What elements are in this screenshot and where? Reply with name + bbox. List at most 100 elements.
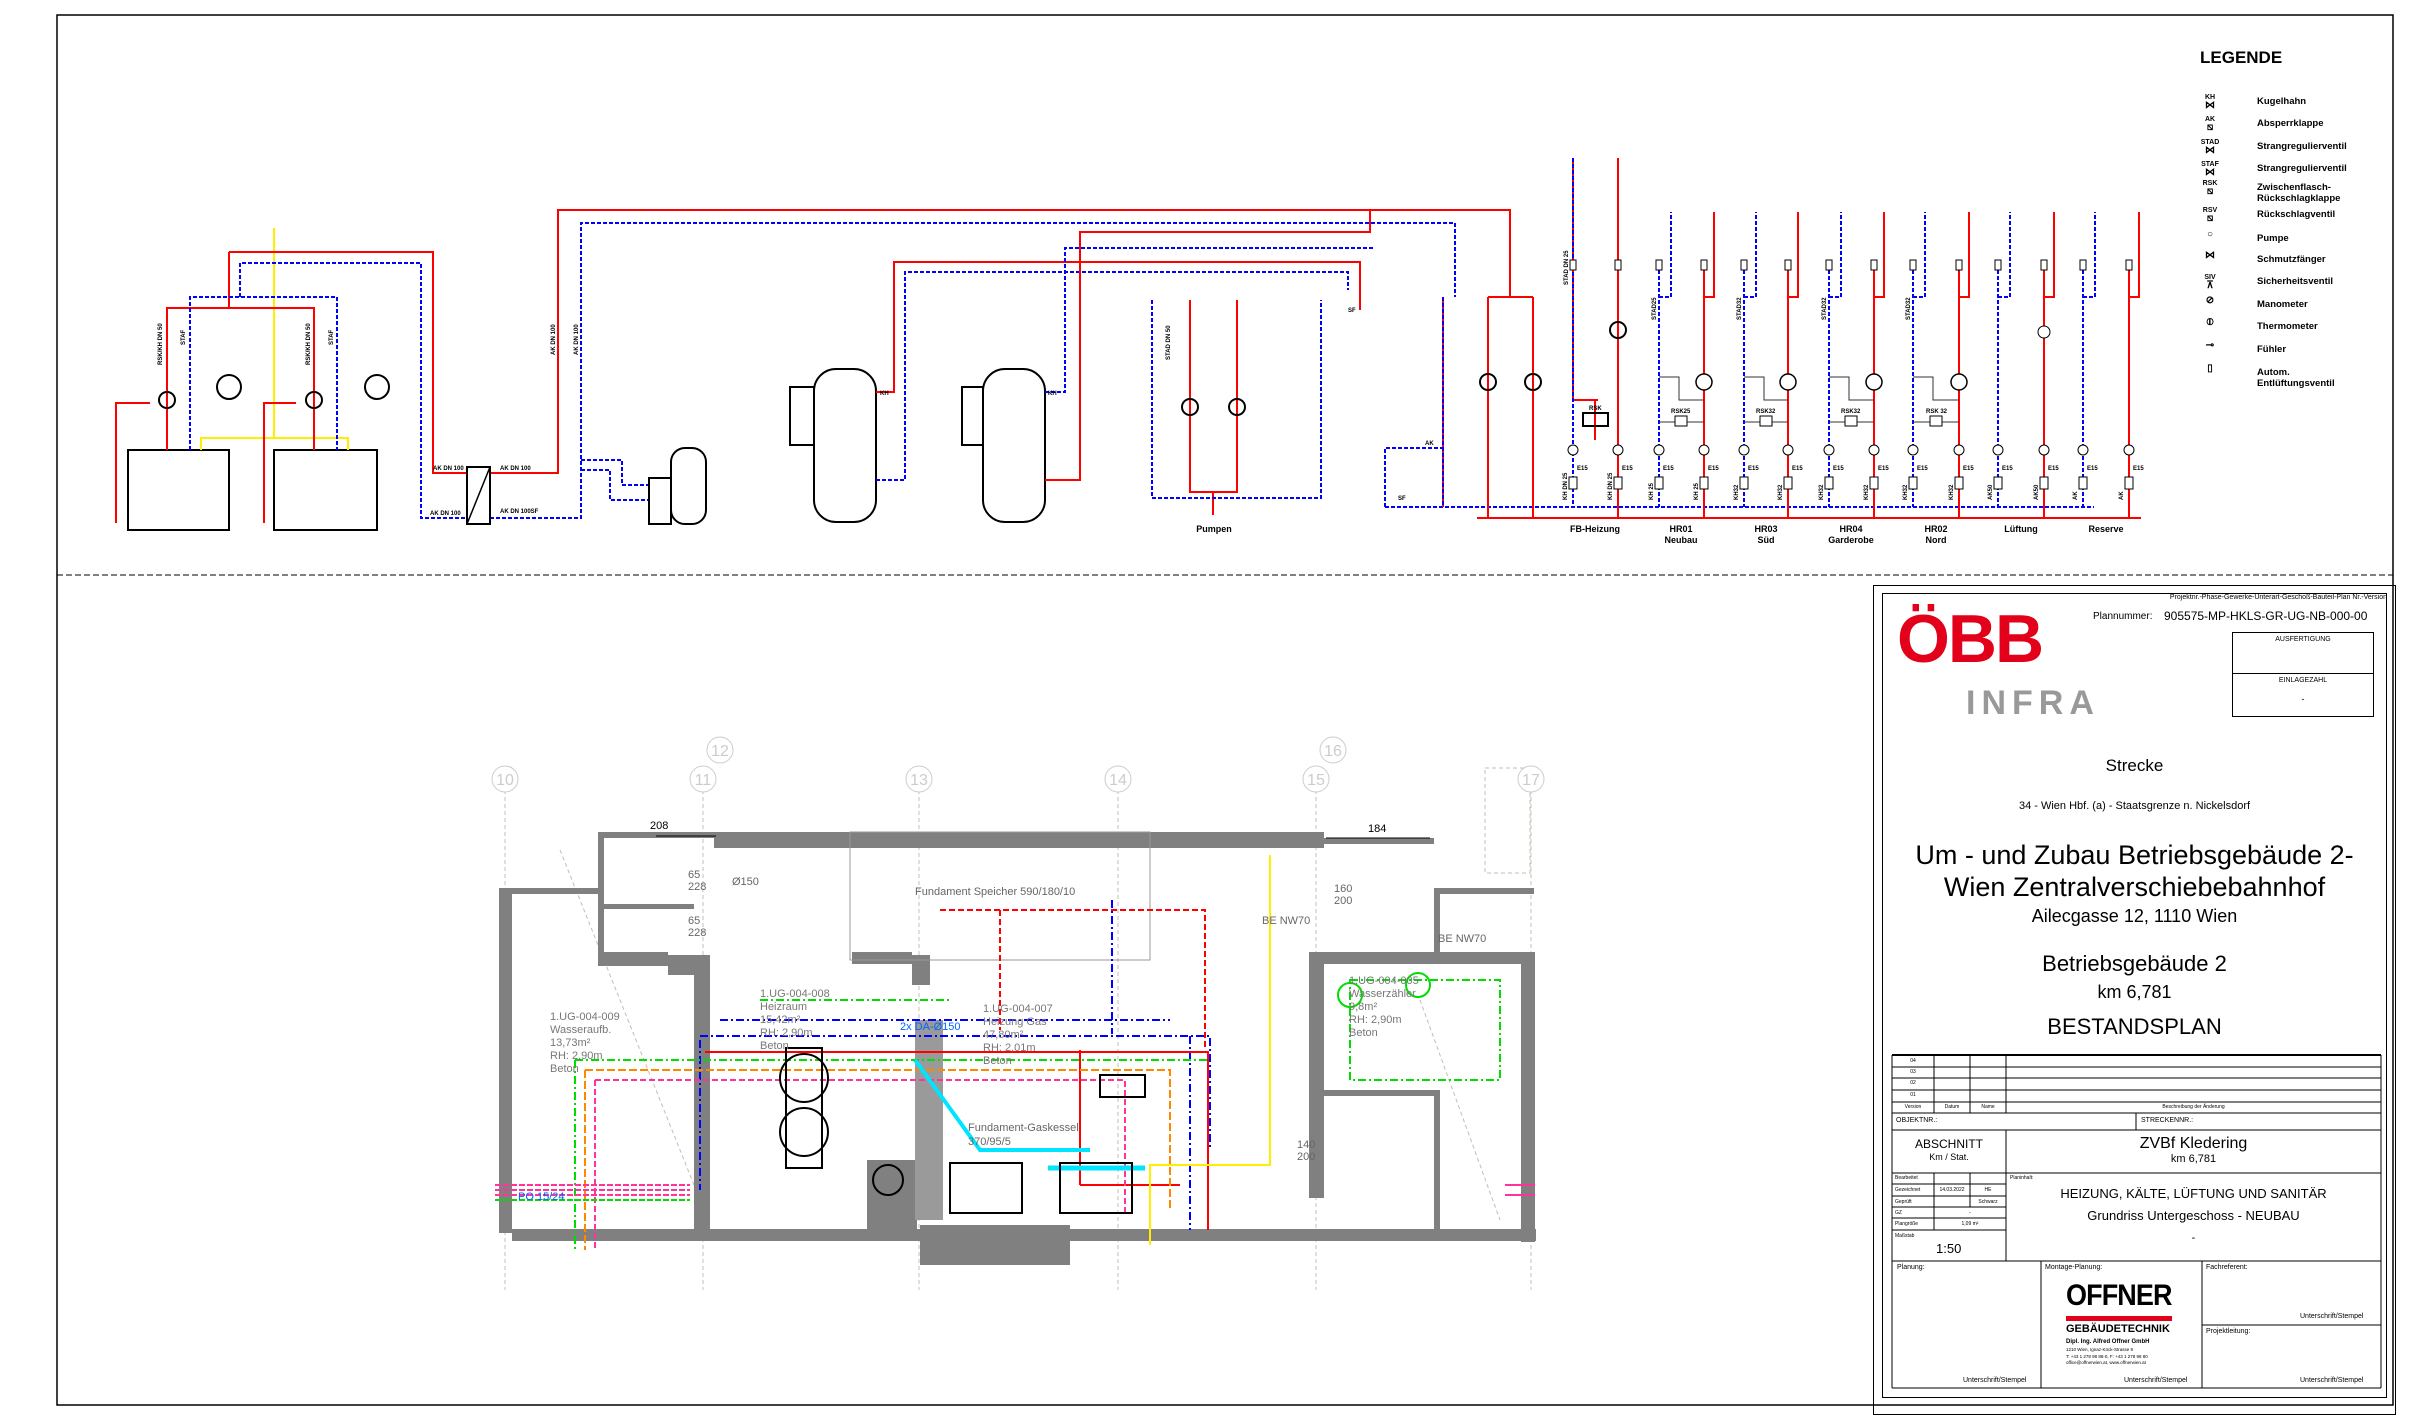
svg-text:STAD32: STAD32 xyxy=(1906,297,1912,320)
svg-text:SF: SF xyxy=(1398,496,1406,502)
svg-text:Ø150: Ø150 xyxy=(732,876,759,888)
plan-content-2: Grundriss Untergeschoss - NEUBAU xyxy=(2087,1208,2300,1223)
svg-text:RH: 2,90m: RH: 2,90m xyxy=(550,1050,603,1062)
gas-boiler-1 xyxy=(949,1162,1023,1214)
planung-label: Planung: xyxy=(1897,1264,1925,1271)
svg-text:1.UG-004-005: 1.UG-004-005 xyxy=(1349,975,1419,987)
pump-icon xyxy=(1609,321,1627,339)
svg-text:16: 16 xyxy=(1324,743,1342,760)
legend-label: Zwischenflasch-Rückschlagklappe xyxy=(2257,182,2341,204)
plan-type: BESTANDSPLAN xyxy=(2047,1014,2222,1039)
svg-text:E15: E15 xyxy=(2048,466,2059,472)
massstab-value: 1:50 xyxy=(1936,1241,1962,1256)
thermometer-icon xyxy=(1782,444,1794,456)
axis-marker: 11 xyxy=(689,765,717,793)
svg-text:1.UG-004-007: 1.UG-004-007 xyxy=(983,1003,1053,1015)
legend-label: Fühler xyxy=(2257,344,2287,355)
thermometer-icon xyxy=(1953,444,1965,456)
thermometer-icon xyxy=(1612,444,1624,456)
thermometer-icon xyxy=(1907,444,1919,456)
valve-icon xyxy=(2039,476,2049,490)
check-flap-icon xyxy=(1844,415,1858,427)
pump-icon xyxy=(1524,373,1542,391)
pump-icon xyxy=(1779,373,1797,391)
plangroesse-label: Plangröße xyxy=(1895,1221,1919,1227)
svg-text:200: 200 xyxy=(1334,895,1352,907)
svg-text:E15: E15 xyxy=(1792,466,1803,472)
streckennr-label: STRECKENNR.: xyxy=(2141,1117,2194,1124)
svg-text:KH: KH xyxy=(1048,391,1057,397)
boiler-1 xyxy=(127,449,230,531)
svg-text:Beton: Beton xyxy=(550,1063,579,1075)
massstab-label: Maßstab xyxy=(1895,1233,1915,1239)
svg-text:Heizung Gas: Heizung Gas xyxy=(983,1016,1047,1028)
air-vent-icon xyxy=(1825,259,1833,271)
rev-header-datum: Datum xyxy=(1944,1104,1960,1110)
check-valve-icon: RSV⧅ xyxy=(2202,207,2218,224)
svg-text:KH32: KH32 xyxy=(1903,484,1909,500)
thermometer-icon xyxy=(2038,444,2050,456)
air-vent-icon xyxy=(1955,259,1963,271)
circuit-label: FB-Heizung xyxy=(1570,524,1620,534)
storage-tank-2 xyxy=(779,1107,829,1157)
boiler-2 xyxy=(273,449,378,531)
svg-text:65: 65 xyxy=(688,915,700,927)
km-stat-label: Km / Stat. xyxy=(1929,1152,1969,1162)
pump-icon xyxy=(1950,373,1968,391)
svg-text:10: 10 xyxy=(496,772,514,789)
svg-text:2x DA-Ø150: 2x DA-Ø150 xyxy=(900,1021,961,1033)
pump-icon xyxy=(1228,398,1246,416)
svg-text:228: 228 xyxy=(688,881,706,893)
valve-icon xyxy=(1739,476,1749,490)
plannummer-value: 905575-MP-HKLS-GR-UG-NB-000-00 xyxy=(2164,609,2368,623)
legend-title: LEGENDE xyxy=(2200,48,2283,67)
svg-text:SF: SF xyxy=(1348,308,1356,314)
svg-text:E15: E15 xyxy=(1577,466,1588,472)
svg-text:STAD DN 50: STAD DN 50 xyxy=(1166,325,1172,360)
heat-exchanger xyxy=(466,466,491,525)
rev-header-name: Name xyxy=(1981,1104,1995,1110)
gas-boiler-2 xyxy=(1059,1162,1133,1214)
gezeichnet-label: Gezeichnet xyxy=(1895,1187,1921,1193)
valve-icon xyxy=(1654,476,1664,490)
strainer-icon: ⋈ xyxy=(2205,250,2215,261)
air-vent-icon xyxy=(1569,259,1577,271)
svg-text:RSK/KH DN 50: RSK/KH DN 50 xyxy=(306,323,312,365)
legend-label: Autom.Entlüftungsventil xyxy=(2257,367,2335,389)
circuit-sublabel: Süd xyxy=(1758,535,1775,545)
location-km: km 6,781 xyxy=(2170,1153,2217,1165)
svg-text:STAF: STAF xyxy=(329,329,335,345)
thermometer-icon xyxy=(1738,444,1750,456)
svg-text:KH32: KH32 xyxy=(1778,484,1784,500)
address: Ailecgasse 12, 1110 Wien xyxy=(2031,906,2238,926)
svg-text:E15: E15 xyxy=(1663,466,1674,472)
circuit-sublabel: Neubau xyxy=(1664,535,1697,545)
svg-text:PO 15/24: PO 15/24 xyxy=(518,1191,564,1203)
svg-text:47,80m²: 47,80m² xyxy=(983,1029,1024,1041)
ball-valve-icon: KH⋈ xyxy=(2204,94,2216,111)
svg-text:AK: AK xyxy=(2119,491,2125,500)
abschnitt-label: ABSCHNITT xyxy=(1914,1137,1983,1151)
valve-icon xyxy=(1954,476,1964,490)
building-km: km 6,781 xyxy=(2097,982,2172,1002)
circuit-label: HR03 xyxy=(1754,524,1777,534)
svg-text:184: 184 xyxy=(1368,823,1386,835)
svg-text:11: 11 xyxy=(695,772,712,789)
svg-text:15: 15 xyxy=(1307,772,1325,789)
svg-text:KH DN 25: KH DN 25 xyxy=(1563,472,1569,500)
expansion-vessel-icon xyxy=(364,374,390,400)
circuit-label: Lüftung xyxy=(2004,524,2037,534)
svg-text:E15: E15 xyxy=(1917,466,1928,472)
svg-text:STAF: STAF xyxy=(181,329,187,345)
circuit-label: HR02 xyxy=(1924,524,1947,534)
svg-text:140: 140 xyxy=(1297,1139,1315,1151)
thermometer-icon xyxy=(1868,444,1880,456)
revision-row: 04 xyxy=(1910,1058,1916,1064)
svg-text:228: 228 xyxy=(688,927,706,939)
svg-text:AK DN 100SF: AK DN 100SF xyxy=(500,509,539,515)
flow-pipe xyxy=(166,209,1511,474)
